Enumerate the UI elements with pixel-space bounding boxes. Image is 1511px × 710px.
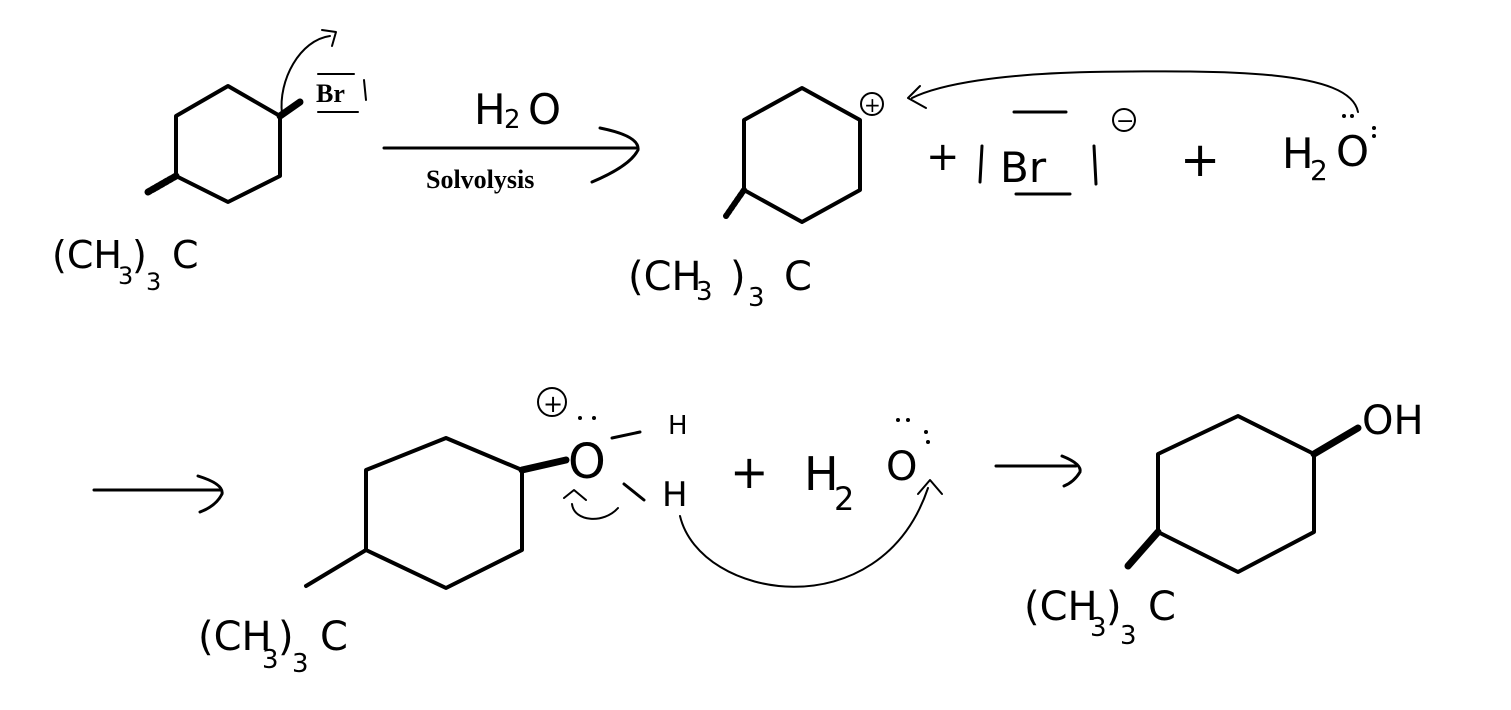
svg-text:H: H xyxy=(804,447,839,501)
svg-text:3: 3 xyxy=(748,283,765,313)
oxonium-o-wedge-bond xyxy=(518,456,570,474)
svg-text:3: 3 xyxy=(292,649,309,679)
carbocation-substituent-label: (CH 3 ) 3 C xyxy=(628,254,812,313)
oxonium-oxygen: O xyxy=(568,434,606,490)
water-lone-pair-top-2 xyxy=(1350,114,1354,118)
intermediate-plus-1: + xyxy=(926,134,960,180)
svg-text:3: 3 xyxy=(262,645,279,675)
reactant-cyclohexane-ring xyxy=(174,84,282,204)
svg-text:H: H xyxy=(474,85,506,134)
svg-text:2: 2 xyxy=(504,105,521,135)
svg-text:C: C xyxy=(320,614,348,660)
intermediate-plus-2: + xyxy=(1180,132,1220,188)
svg-text:O: O xyxy=(1336,127,1369,176)
svg-text:C: C xyxy=(784,254,812,300)
svg-text:3: 3 xyxy=(1090,613,1107,643)
oxonium-charge: + xyxy=(543,390,563,418)
svg-text:H: H xyxy=(1282,129,1314,178)
reactant-curved-arrow xyxy=(280,29,337,115)
bromide-label: Br xyxy=(1000,143,1047,192)
reactant: Br (CH 3 ) 3 C xyxy=(52,29,367,296)
svg-text:(CH: (CH xyxy=(1024,584,1098,630)
step1-reagent-solvolysis: Solvolysis xyxy=(426,165,534,194)
step3-arrow-head xyxy=(1060,454,1082,488)
nucleophilic-attack-arrow xyxy=(907,70,1359,113)
oxonium-h-bottom: H xyxy=(662,475,688,515)
step1-arrow: H 2 O Solvolysis xyxy=(382,85,640,194)
carbocation-intermediate: + (CH 3 ) 3 C + Br − + H 2 O xyxy=(628,70,1376,313)
oxonium-water-lone-pair-right-1 xyxy=(924,430,928,434)
svg-text:O: O xyxy=(886,444,917,490)
svg-text:3: 3 xyxy=(118,262,133,290)
svg-text:3: 3 xyxy=(696,277,713,307)
svg-text:2: 2 xyxy=(834,480,854,518)
svg-text:(CH: (CH xyxy=(198,614,272,660)
svg-text:): ) xyxy=(278,614,294,660)
svg-text:(CH: (CH xyxy=(52,233,122,277)
step1-reagent-h2o: H 2 O xyxy=(474,85,561,135)
bromide-ion: Br − xyxy=(978,108,1136,196)
oxonium-o-h-top-bond xyxy=(610,430,642,440)
product-substituent-label: (CH 3 ) 3 C xyxy=(1024,584,1176,651)
deprotonation-arrow xyxy=(679,479,943,588)
reactant-br-wedge-bond xyxy=(276,98,304,120)
reactant-substituent-label: (CH 3 ) 3 C xyxy=(52,233,199,296)
carbocation-ring xyxy=(742,86,862,224)
br-lone-pair-right xyxy=(363,79,367,101)
bromide-bar-left xyxy=(978,144,984,184)
oxonium-water-lone-pair-top-1 xyxy=(896,418,900,422)
oxonium-plus: + xyxy=(730,445,769,499)
carbocation-tbu-wedge-bond xyxy=(723,187,747,219)
oxonium-ring xyxy=(364,436,524,590)
oxonium-water: H 2 O xyxy=(804,418,930,518)
water-lone-pair-right-1 xyxy=(1372,126,1376,130)
reactant-br-label: Br xyxy=(316,79,345,108)
step3-arrow xyxy=(994,454,1082,488)
svg-text:2: 2 xyxy=(1310,154,1328,187)
svg-text:(CH: (CH xyxy=(628,254,702,300)
carbocation-charge: + xyxy=(864,93,881,117)
oxonium-charge-circle xyxy=(537,387,567,417)
svg-text:3: 3 xyxy=(146,268,161,296)
svg-text:C: C xyxy=(172,233,199,277)
svg-text:): ) xyxy=(132,233,147,277)
bromide-bar-right xyxy=(1092,144,1098,186)
oxonium-substituent-label: (CH 3 ) 3 C xyxy=(198,614,348,679)
oxonium-water-lone-pair-top-2 xyxy=(906,418,910,422)
oxonium-lone-pair-1 xyxy=(578,416,582,420)
svg-text:): ) xyxy=(1106,584,1122,630)
svg-text:C: C xyxy=(1148,584,1176,630)
step2-arrow-head xyxy=(196,474,224,514)
water-lone-pair-right-2 xyxy=(1372,134,1376,138)
step2-arrow xyxy=(92,474,224,514)
product-ring xyxy=(1156,414,1316,574)
oxonium-tbu-bond xyxy=(304,548,368,588)
oxonium-h-top: H xyxy=(668,411,688,441)
water-lone-pair-top-1 xyxy=(1342,114,1346,118)
reactant-tbu-wedge-bond xyxy=(144,172,180,196)
svg-text:3: 3 xyxy=(1120,621,1137,651)
svg-text:O: O xyxy=(528,85,561,134)
bromide-charge-circle xyxy=(1112,108,1136,132)
product-tbu-wedge-bond xyxy=(1124,528,1162,570)
bromide-charge: − xyxy=(1116,109,1134,134)
intermediate-water: H 2 O xyxy=(1282,114,1376,187)
oxonium-water-lone-pair-right-2 xyxy=(926,440,930,444)
product-alcohol: OH (CH 3 ) 3 C xyxy=(1024,398,1424,651)
oh-bond-electron-arrow xyxy=(563,489,619,520)
step1-arrow-head xyxy=(590,126,640,184)
oxonium-o-h-bottom-bond xyxy=(622,482,646,502)
svg-text:): ) xyxy=(730,254,746,300)
product-oh-wedge-bond xyxy=(1310,424,1362,458)
carbocation-charge-circle xyxy=(860,92,884,116)
oxonium-intermediate: + O H H + H 2 O (CH 3 ) 3 C xyxy=(198,387,943,679)
product-hydroxyl: OH xyxy=(1362,398,1424,444)
oxonium-lone-pair-2 xyxy=(592,416,596,420)
